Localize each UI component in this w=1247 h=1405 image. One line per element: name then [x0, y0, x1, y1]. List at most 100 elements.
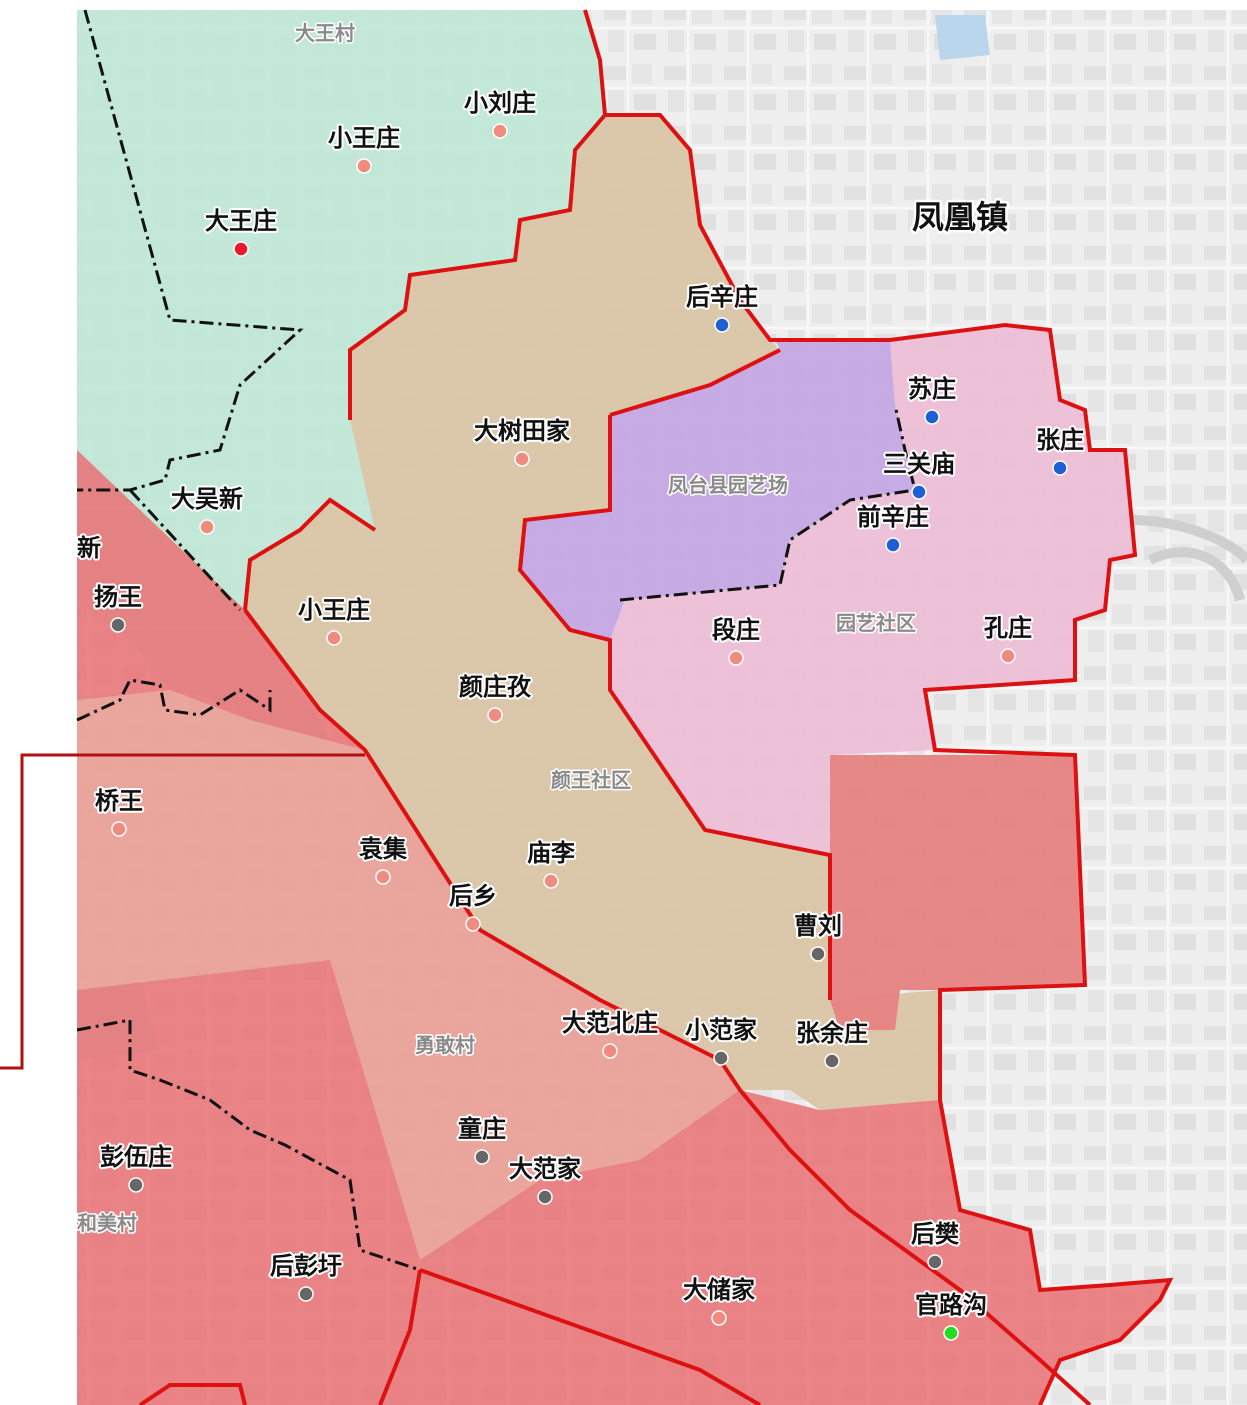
water-body	[935, 15, 990, 60]
village-marker-icon[interactable]	[711, 1310, 727, 1326]
village-label: 后樊	[911, 1220, 960, 1248]
village-dafanjia[interactable]: 大范家	[507, 1153, 583, 1205]
village-label: 童庄	[458, 1115, 506, 1143]
area-label-xin: 新	[77, 534, 101, 562]
area-label-dawang-cun: 大王村	[295, 21, 355, 45]
village-label: 张庄	[1036, 426, 1084, 454]
area-label-yonggan-cun: 勇敢村	[415, 1033, 475, 1057]
village-yanzhuangmeng[interactable]: 颜庄孜	[457, 671, 534, 723]
area-label-yanwang-shequ: 颜王社区	[551, 768, 631, 792]
village-zhangzhuang[interactable]: 张庄	[1034, 424, 1086, 476]
village-marker-icon[interactable]	[543, 873, 559, 889]
village-marker-icon[interactable]	[714, 317, 730, 333]
village-dawuxin[interactable]: 大吴新	[169, 483, 245, 535]
village-marker-icon[interactable]	[602, 1043, 618, 1059]
village-marker-icon[interactable]	[487, 707, 503, 723]
village-miaoli[interactable]: 庙李	[525, 837, 577, 889]
village-dashutianjia[interactable]: 大树田家	[472, 415, 572, 467]
red-zone-west[interactable]	[77, 450, 1170, 1405]
village-marker-icon[interactable]	[326, 630, 342, 646]
village-label: 苏庄	[908, 375, 956, 403]
town-label-fenghuang: 凤凰镇	[912, 198, 1008, 236]
village-marker-icon[interactable]	[233, 241, 249, 257]
green-zone[interactable]	[77, 10, 605, 760]
village-marker-icon[interactable]	[885, 537, 901, 553]
village-marker-icon[interactable]	[943, 1325, 959, 1341]
village-marker-icon[interactable]	[1052, 460, 1068, 476]
village-marker-icon[interactable]	[199, 519, 215, 535]
village-label: 张余庄	[796, 1019, 868, 1047]
village-houpengyu[interactable]: 后彭圩	[268, 1250, 344, 1302]
village-marker-icon[interactable]	[465, 916, 481, 932]
village-xiaowangzhuang_s[interactable]: 小王庄	[296, 594, 372, 646]
village-label: 前辛庄	[857, 503, 929, 531]
area-label-yuanyichang: 凤台县园艺场	[668, 473, 788, 497]
village-label: 小王庄	[298, 596, 370, 624]
village-zhangyuzhuang[interactable]: 张余庄	[794, 1017, 870, 1069]
village-marker-icon[interactable]	[111, 821, 127, 837]
village-marker-icon[interactable]	[474, 1149, 490, 1165]
village-label: 三关庙	[883, 450, 955, 478]
village-label: 大树田家	[474, 417, 570, 445]
village-label: 后辛庄	[686, 283, 758, 311]
pink-zone[interactable]	[610, 325, 1135, 855]
village-label: 袁集	[358, 835, 408, 863]
village-marker-icon[interactable]	[110, 617, 126, 633]
village-houfan[interactable]: 后樊	[909, 1218, 962, 1270]
village-label: 曹刘	[794, 912, 842, 940]
village-marker-icon[interactable]	[810, 946, 826, 962]
village-dafanbeizhuang[interactable]: 大范北庄	[560, 1007, 660, 1059]
village-dachujia[interactable]: 大储家	[681, 1274, 757, 1326]
area-label-yuanyi-shequ: 园艺社区	[836, 611, 916, 635]
village-marker-icon[interactable]	[537, 1189, 553, 1205]
village-marker-icon[interactable]	[492, 123, 508, 139]
red-zone-block[interactable]	[830, 755, 1085, 1030]
village-label: 大范北庄	[562, 1009, 658, 1037]
village-tongzhuang[interactable]: 童庄	[456, 1113, 508, 1165]
village-guanlugou[interactable]: 官路沟	[913, 1289, 989, 1341]
village-sanguanmiao[interactable]: 三关庙	[881, 448, 957, 500]
village-duanzhuang[interactable]: 段庄	[710, 614, 762, 666]
village-label: 小王庄	[328, 124, 400, 152]
village-caoliu[interactable]: 曹刘	[792, 910, 844, 962]
red-zone-salmon[interactable]	[77, 690, 740, 1260]
village-marker-icon[interactable]	[924, 409, 940, 425]
village-houxiang[interactable]: 后乡	[447, 880, 499, 932]
village-marker-icon[interactable]	[356, 158, 372, 174]
village-xiaowangzhuang_n[interactable]: 小王庄	[326, 122, 402, 174]
village-qiaowang[interactable]: 桥王	[93, 785, 145, 837]
village-suzhuang[interactable]: 苏庄	[906, 373, 958, 425]
village-yuanji[interactable]: 袁集	[356, 833, 410, 885]
highway-interchange	[1129, 515, 1247, 602]
village-kongzhuang[interactable]: 孔庄	[982, 612, 1034, 664]
village-marker-icon[interactable]	[128, 1177, 144, 1193]
village-houxinzhuang[interactable]: 后辛庄	[684, 281, 760, 333]
village-dawangzhuang[interactable]: 大王庄	[203, 205, 279, 257]
village-xiaofanjia[interactable]: 小范家	[683, 1014, 759, 1066]
village-marker-icon[interactable]	[375, 869, 391, 885]
village-pengwuzhuang[interactable]: 彭伍庄	[98, 1141, 174, 1193]
village-label: 孔庄	[984, 614, 1032, 642]
village-label: 后彭圩	[270, 1252, 342, 1280]
admin-boundary-lines	[76, 9, 917, 1272]
village-marker-icon[interactable]	[298, 1286, 314, 1302]
village-xiaoliuzhuang[interactable]: 小刘庄	[462, 87, 538, 139]
village-marker-icon[interactable]	[824, 1053, 840, 1069]
village-label: 大储家	[683, 1276, 755, 1304]
village-label: 小刘庄	[464, 89, 536, 117]
village-marker-icon[interactable]	[1000, 648, 1016, 664]
village-label: 彭伍庄	[100, 1143, 172, 1171]
village-marker-icon[interactable]	[911, 484, 927, 500]
village-marker-icon[interactable]	[927, 1254, 943, 1270]
village-marker-icon[interactable]	[514, 451, 530, 467]
village-marker-icon[interactable]	[728, 650, 744, 666]
village-marker-icon[interactable]	[713, 1050, 729, 1066]
purple-zone[interactable]	[520, 340, 915, 640]
village-label: 小范家	[685, 1016, 757, 1044]
village-qianxinzhuang[interactable]: 前辛庄	[855, 501, 931, 553]
village-yangwang[interactable]: 扬王	[92, 581, 144, 633]
village-label: 后乡	[449, 882, 497, 910]
village-label: 桥王	[95, 787, 143, 815]
